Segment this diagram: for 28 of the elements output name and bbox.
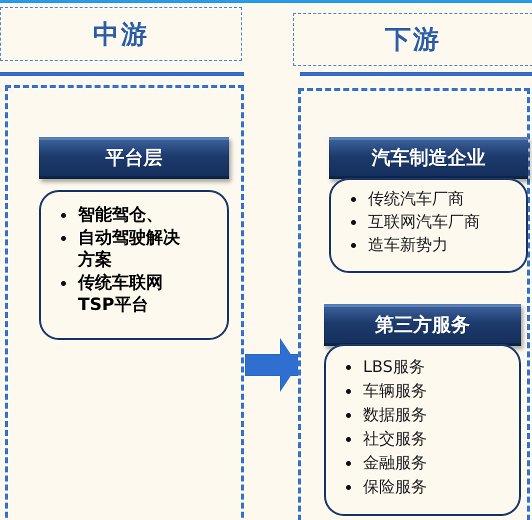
list-item: 传统汽车厂商	[368, 188, 464, 210]
banner-title: 汽车制造企业	[372, 146, 486, 171]
title-banner	[329, 137, 528, 179]
list-item: 车辆服务	[363, 380, 427, 402]
dashed-panel	[298, 88, 530, 520]
list-item: 保险服务	[363, 476, 427, 498]
list-item: 数据服务	[363, 404, 427, 426]
list-box	[39, 190, 229, 340]
list-item: 自动驾驶解决方案	[78, 227, 181, 271]
list-box	[329, 178, 528, 273]
heading-text: 下游	[385, 24, 441, 57]
title-banner	[324, 304, 521, 346]
list-box	[324, 344, 521, 516]
heading-box	[293, 13, 532, 66]
banner-title: 第三方服务	[375, 313, 470, 338]
heading-box	[0, 7, 242, 61]
list-item: 造车新势力	[368, 234, 448, 256]
list-item: 社交服务	[363, 428, 427, 450]
list-item: 金融服务	[363, 452, 427, 474]
heading-text: 中游	[93, 18, 149, 52]
dashed-panel	[5, 85, 244, 520]
title-banner	[39, 137, 229, 179]
list-item: 互联网汽车厂商	[368, 211, 480, 233]
list-item: LBS服务	[363, 356, 425, 378]
banner-title: 平台层	[106, 146, 162, 171]
list-item: 智能驾仓、	[78, 204, 163, 226]
block-arrow	[245, 338, 298, 392]
list-item: 传统车联网TSP平台	[78, 272, 164, 316]
